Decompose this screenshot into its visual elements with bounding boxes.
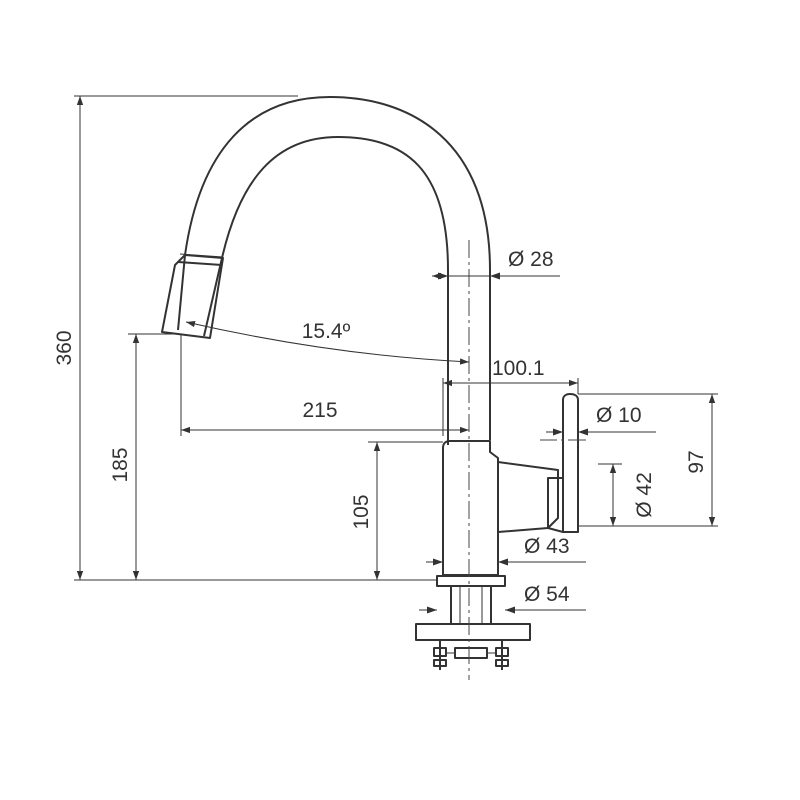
label-base-diameter: Ø 54 — [524, 583, 570, 606]
faucet-outline — [161, 96, 586, 680]
label-body-height: 105 — [350, 494, 373, 529]
fixing-hardware — [433, 640, 509, 670]
handle-mount — [497, 461, 559, 533]
spray-head-joint-2 — [179, 253, 224, 258]
dim-angle-arc — [185, 320, 470, 365]
mounting-plate — [415, 623, 531, 641]
dimension-labels: 360 185 105 215 15.4º Ø 28 100.1 Ø 10 97… — [53, 248, 708, 606]
label-lever-diameter: Ø 10 — [596, 404, 642, 427]
handle-lever — [562, 393, 579, 533]
label-spout-angle: 15.4º — [302, 320, 351, 343]
base-ring — [436, 575, 506, 587]
label-handle-diameter: Ø 42 — [633, 472, 656, 518]
handle-cartridge — [547, 477, 564, 533]
spray-head-joint — [177, 261, 223, 266]
mounting-shank — [450, 585, 492, 625]
faucet-body — [442, 440, 499, 576]
label-body-diameter: Ø 43 — [524, 535, 570, 558]
label-total-height: 360 — [53, 330, 76, 365]
label-tube-diameter: Ø 28 — [508, 248, 554, 271]
label-spout-height: 185 — [109, 447, 132, 482]
label-handle-height: 97 — [685, 450, 708, 473]
dimension-lines — [74, 95, 718, 614]
gooseneck-spout — [177, 96, 491, 445]
label-spout-reach: 215 — [302, 399, 337, 422]
label-lever-offset: 100.1 — [492, 357, 545, 380]
